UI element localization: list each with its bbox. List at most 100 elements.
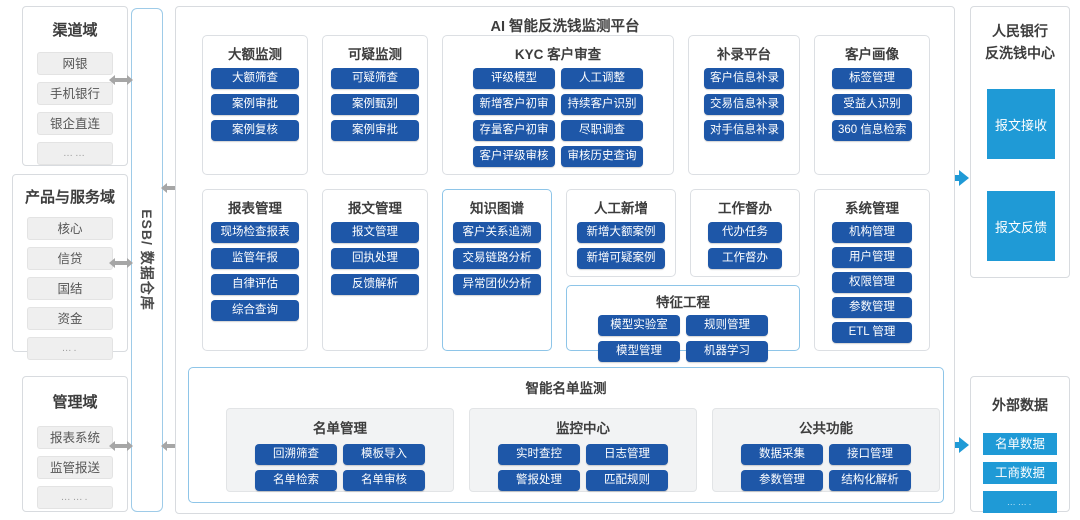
card-title: 工作督办 (718, 201, 772, 216)
panel-title: 外部数据 (992, 397, 1048, 413)
feature-button[interactable]: 持续客户识别 (561, 94, 643, 115)
feature-button[interactable]: 监管年报 (211, 248, 299, 269)
domain-title: 管理域 (52, 394, 98, 411)
feature-button[interactable]: 现场检查报表 (211, 222, 299, 243)
domain-title: 产品与服务域 (24, 189, 115, 206)
feature-button[interactable]: 模板导入 (343, 444, 425, 465)
feature-button[interactable]: 尽职调查 (561, 120, 643, 141)
feature-button[interactable]: 存量客户初审 (473, 120, 555, 141)
feature-button[interactable]: 用户管理 (832, 247, 912, 268)
feature-button[interactable]: 自律评估 (211, 274, 299, 295)
feature-button[interactable]: 新增可疑案例 (577, 248, 665, 269)
domain-panel-channel: 渠道域 网银 手机银行 银企直连 …… (22, 6, 128, 166)
pboc-block-message-feedback[interactable]: 报文反馈 (987, 191, 1055, 261)
feature-button[interactable]: 新增大额案例 (577, 222, 665, 243)
feature-button[interactable]: 新增客户初审 (473, 94, 555, 115)
feature-button[interactable]: 异常团伙分析 (453, 274, 541, 295)
feature-button[interactable]: 综合查询 (211, 300, 299, 321)
feature-button[interactable]: 客户关系追溯 (453, 222, 541, 243)
card-title: 报表管理 (228, 201, 282, 216)
feature-button[interactable]: 模型实验室 (598, 315, 680, 336)
feature-button[interactable]: 回溯筛查 (255, 444, 337, 465)
feature-button[interactable]: 模型管理 (598, 341, 680, 362)
domain-chip-ellipsis: ……. (37, 486, 113, 509)
subgroup-common-functions: 公共功能 数据采集 接口管理 参数管理 结构化解析 (712, 408, 940, 492)
domain-chip[interactable]: 核心 (27, 217, 113, 240)
feature-button[interactable]: 案例审批 (331, 120, 419, 141)
domain-panel-product-service: 产品与服务域 核心 信贷 国结 资金 …. (12, 174, 128, 360)
feature-button[interactable]: 警报处理 (498, 470, 580, 491)
domain-chip[interactable]: 网银 (37, 52, 113, 75)
feature-button[interactable]: 审核历史查询 (561, 146, 643, 167)
feature-button[interactable]: ETL 管理 (832, 322, 912, 343)
arrow-management-to-esb (109, 441, 133, 451)
subgroup-title: 监控中心 (556, 421, 610, 436)
feature-button[interactable]: 接口管理 (829, 444, 911, 465)
feature-button[interactable]: 规则管理 (686, 315, 768, 336)
card-work-supervision: 工作督办 代办任务 工作督办 (690, 189, 800, 277)
card-title: 可疑监测 (348, 47, 402, 62)
card-title: 知识图谱 (470, 201, 524, 216)
subgroup-title: 名单管理 (313, 421, 367, 436)
feature-button[interactable]: 案例甄别 (331, 94, 419, 115)
feature-button[interactable]: 评级模型 (473, 68, 555, 89)
feature-button[interactable]: 对手信息补录 (704, 120, 784, 141)
external-data-chip[interactable]: 工商数据 (983, 462, 1057, 484)
feature-button[interactable]: 参数管理 (832, 297, 912, 318)
feature-button[interactable]: 报文管理 (331, 222, 419, 243)
feature-button[interactable]: 匹配规则 (586, 470, 668, 491)
feature-button[interactable]: 权限管理 (832, 272, 912, 293)
feature-button[interactable]: 标签管理 (832, 68, 912, 89)
domain-chip[interactable]: 报表系统 (37, 426, 113, 449)
feature-button[interactable]: 客户评级审核 (473, 146, 555, 167)
esb-data-warehouse-bar: ESB/ 数据仓库 (131, 8, 163, 512)
feature-button[interactable]: 机器学习 (686, 341, 768, 362)
feature-button[interactable]: 数据采集 (741, 444, 823, 465)
feature-button[interactable]: 案例复核 (211, 120, 299, 141)
external-data-chip[interactable]: 名单数据 (983, 433, 1057, 455)
feature-button[interactable]: 反馈解析 (331, 274, 419, 295)
feature-button[interactable]: 360 信息检索 (832, 120, 912, 141)
card-title: 补录平台 (717, 47, 771, 62)
feature-button[interactable]: 大额筛查 (211, 68, 299, 89)
panel-title-line1: 人民银行 (992, 23, 1048, 39)
domain-chip[interactable]: 信贷 (27, 247, 113, 270)
card-system-management: 系统管理 机构管理 用户管理 权限管理 参数管理 ETL 管理 (814, 189, 930, 351)
domain-chip-ellipsis: …… (37, 142, 113, 165)
feature-button[interactable]: 交易信息补录 (704, 94, 784, 115)
domain-panel-management: 管理域 报表系统 监管报送 ……. (22, 376, 128, 512)
feature-button[interactable]: 工作督办 (708, 248, 782, 269)
feature-button[interactable]: 交易链路分析 (453, 248, 541, 269)
card-title: KYC 客户审查 (514, 47, 602, 62)
pboc-block-message-receive[interactable]: 报文接收 (987, 89, 1055, 159)
domain-chip[interactable]: 资金 (27, 307, 113, 330)
feature-button[interactable]: 可疑筛查 (331, 68, 419, 89)
external-data-chip-ellipsis: ……. (983, 491, 1057, 513)
feature-button[interactable]: 日志管理 (586, 444, 668, 465)
card-report-management: 报表管理 现场检查报表 监管年报 自律评估 综合查询 (202, 189, 308, 351)
card-title: 报文管理 (348, 201, 402, 216)
domain-chip[interactable]: 监管报送 (37, 456, 113, 479)
feature-button[interactable]: 参数管理 (741, 470, 823, 491)
subgroup-list-management: 名单管理 回溯筛查 模板导入 名单检索 名单审核 (226, 408, 454, 492)
domain-chip[interactable]: 手机银行 (37, 82, 113, 105)
panel-pboc-aml-center: 人民银行 反洗钱中心 报文接收 报文反馈 (970, 6, 1070, 278)
card-manual-addition: 人工新增 新增大额案例 新增可疑案例 (566, 189, 676, 277)
domain-chip[interactable]: 国结 (27, 277, 113, 300)
feature-button[interactable]: 名单检索 (255, 470, 337, 491)
feature-button[interactable]: 机构管理 (832, 222, 912, 243)
platform-title: AI 智能反洗钱监测平台 (490, 19, 640, 35)
feature-button[interactable]: 案例审批 (211, 94, 299, 115)
arrow-product-to-esb (109, 258, 133, 268)
card-large-amount-monitoring: 大额监测 大额筛查 案例审批 案例复核 (202, 35, 308, 175)
domain-chip[interactable]: 银企直连 (37, 112, 113, 135)
feature-button[interactable]: 人工调整 (561, 68, 643, 89)
feature-button[interactable]: 回执处理 (331, 248, 419, 269)
feature-button[interactable]: 实时查控 (498, 444, 580, 465)
feature-button[interactable]: 客户信息补录 (704, 68, 784, 89)
feature-button[interactable]: 受益人识别 (832, 94, 912, 115)
subgroup-monitoring-center: 监控中心 实时查控 日志管理 警报处理 匹配规则 (469, 408, 697, 492)
feature-button[interactable]: 结构化解析 (829, 470, 911, 491)
feature-button[interactable]: 代办任务 (708, 222, 782, 243)
feature-button[interactable]: 名单审核 (343, 470, 425, 491)
